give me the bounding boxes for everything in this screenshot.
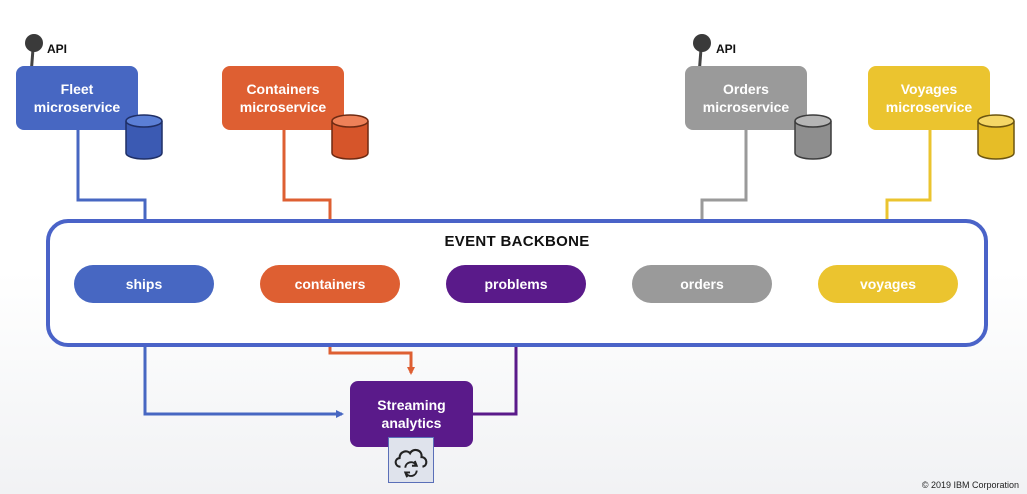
- orders-database-icon: [794, 114, 832, 160]
- topic-voyages-label: voyages: [859, 276, 917, 292]
- fleet-microservice-label: Fleet microservice: [33, 81, 121, 115]
- voyages-microservice-label: Voyages microservice: [885, 81, 973, 115]
- streaming-analytics-label: Streaming analytics: [377, 397, 446, 431]
- fleet-api-label: API: [47, 42, 68, 56]
- cloud-sync-icon: [388, 437, 434, 483]
- backbone-title: EVENT BACKBONE: [444, 233, 590, 250]
- topic-orders[interactable]: orders: [632, 265, 772, 303]
- topic-ships-label: ships: [125, 276, 163, 292]
- voyages-microservice[interactable]: Voyages microservice: [868, 66, 990, 130]
- topic-ships[interactable]: ships: [74, 265, 214, 303]
- topic-orders-label: orders: [680, 276, 724, 292]
- topic-problems-label: problems: [484, 276, 548, 292]
- copyright-notice: © 2019 IBM Corporation: [921, 480, 1019, 490]
- orders-microservice-label: Orders microservice: [702, 81, 790, 115]
- fleet-microservice[interactable]: Fleet microservice: [16, 66, 138, 130]
- containers-microservice-label: Containers microservice: [239, 81, 327, 115]
- topic-voyages[interactable]: voyages: [818, 265, 958, 303]
- voyages-database-icon: [977, 114, 1015, 160]
- orders-microservice[interactable]: Orders microservice: [685, 66, 807, 130]
- fleet-database-icon: [125, 114, 163, 160]
- containers-microservice[interactable]: Containers microservice: [222, 66, 344, 130]
- topic-containers[interactable]: containers: [260, 265, 400, 303]
- orders-api-label: API: [716, 42, 737, 56]
- topic-problems[interactable]: problems: [446, 265, 586, 303]
- containers-database-icon: [331, 114, 369, 160]
- topic-containers-label: containers: [294, 276, 366, 292]
- streaming-analytics[interactable]: Streaming analytics: [350, 381, 473, 447]
